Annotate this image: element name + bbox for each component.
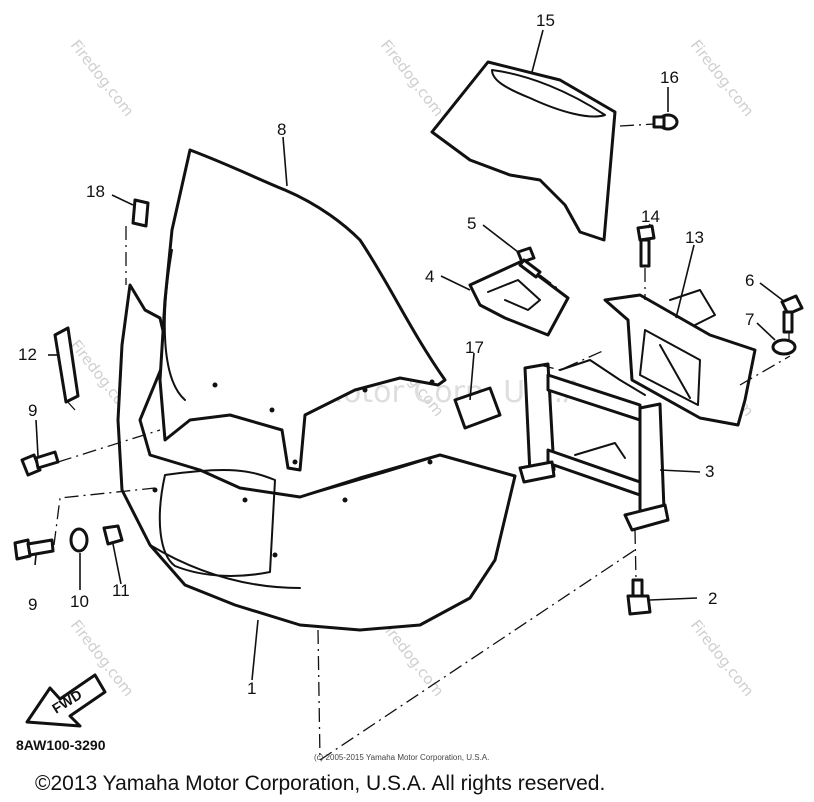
part-bracket-4 xyxy=(468,260,570,337)
part-label-15: 16 xyxy=(660,68,679,87)
part-label-3: 3 xyxy=(705,462,714,481)
leader-lines xyxy=(34,29,786,681)
part-label-17: 18 xyxy=(86,182,105,201)
watermark-text: Firedog.com xyxy=(377,36,448,119)
part-label-16: 12 xyxy=(18,345,37,364)
part-windshield xyxy=(158,148,447,472)
part-bolt-9-lower xyxy=(13,538,55,561)
part-frame-3 xyxy=(518,359,670,532)
part-screw-15 xyxy=(652,113,679,131)
part-label-18: 17 xyxy=(465,338,484,357)
part-instrument-cover xyxy=(430,60,617,242)
part-label-7: 7 xyxy=(745,310,754,329)
part-label-13: 14 xyxy=(641,207,660,226)
part-bolt-9-upper xyxy=(20,450,60,477)
watermark-text: Firedog.com xyxy=(687,36,758,119)
part-label-11: 11 xyxy=(112,581,130,600)
diagram-code: 8AW100-3290 xyxy=(16,737,106,753)
part-bolt-2 xyxy=(626,578,652,616)
assembly-lines xyxy=(53,123,791,761)
part-pad-17 xyxy=(131,198,150,228)
part-bracket-16 xyxy=(53,326,80,404)
part-label-4: 4 xyxy=(425,267,434,286)
part-collar-10 xyxy=(69,527,89,553)
part-bolt-13 xyxy=(636,224,656,268)
part-label-8: 8 xyxy=(277,120,286,139)
footer-copyright: ©2013 Yamaha Motor Corporation, U.S.A. A… xyxy=(35,772,605,795)
part-labels: 15 16 8 18 5 14 13 4 6 7 17 12 9 3 2 9 1… xyxy=(18,11,754,698)
part-bolt-5 xyxy=(516,246,542,279)
watermark-text: Firedog.com xyxy=(687,616,758,699)
part-pad-18 xyxy=(453,386,502,430)
part-label-10: 10 xyxy=(70,592,89,611)
part-grommet-11 xyxy=(102,524,124,546)
fwd-arrow: FWD xyxy=(25,673,107,728)
part-nut-7 xyxy=(771,338,797,356)
part-label-6: 6 xyxy=(745,271,754,290)
part-bolt-6 xyxy=(780,294,804,334)
part-label-9-upper: 9 xyxy=(28,401,37,420)
part-label-9-lower: 9 xyxy=(28,595,37,614)
part-cowling xyxy=(116,283,517,632)
part-label-2: 2 xyxy=(708,589,717,608)
part-label-12: 13 xyxy=(685,228,704,247)
small-copyright: (c) 2005-2015 Yamaha Motor Corporation, … xyxy=(314,753,489,762)
part-label-5: 5 xyxy=(467,214,476,233)
part-label-1: 1 xyxy=(247,679,256,698)
watermark-text: Firedog.com xyxy=(67,36,138,119)
part-label-14: 15 xyxy=(536,11,555,30)
part-stay-12 xyxy=(603,289,757,427)
